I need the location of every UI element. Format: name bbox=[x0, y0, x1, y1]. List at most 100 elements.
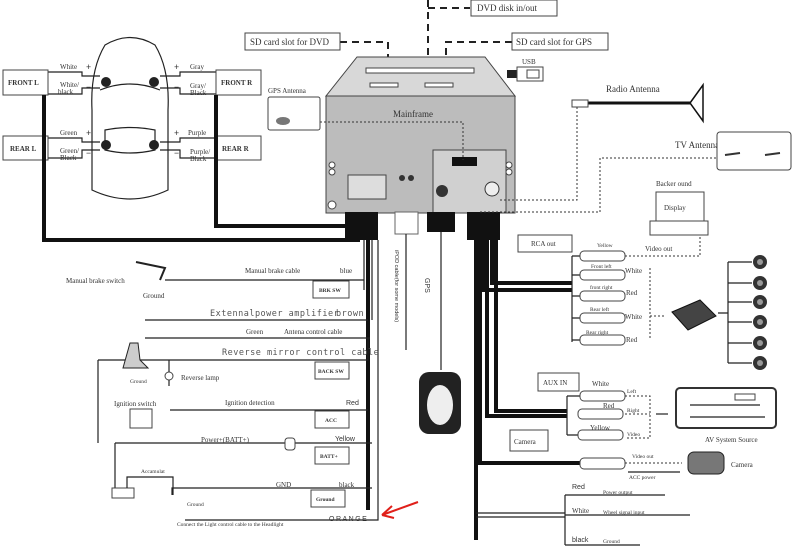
headlight-note: Connect the Light control cable to the H… bbox=[177, 522, 284, 528]
wheel-signal-input: Wheel signal input bbox=[603, 510, 645, 516]
camera-acc-power: ACC power bbox=[629, 475, 656, 481]
wire-green: Green bbox=[60, 129, 78, 137]
wheel-ground: Ground bbox=[603, 539, 620, 545]
rca-section: RCA out Yellow Front left White front ri… bbox=[481, 234, 767, 370]
front-l-label: FRONT L bbox=[8, 79, 39, 87]
brake-blue-label: blue bbox=[340, 267, 352, 275]
camera-icon bbox=[687, 451, 725, 475]
camera-video-out: Video out bbox=[632, 454, 654, 460]
gps-cable-label: GPS bbox=[423, 278, 430, 293]
av-system-source-icon bbox=[675, 387, 777, 429]
ground-box-label: Ground bbox=[316, 497, 335, 503]
gnd-black-label: black bbox=[339, 481, 355, 489]
fuse-icon bbox=[284, 437, 296, 451]
ground-box bbox=[310, 489, 346, 508]
plus-rr: + bbox=[174, 128, 179, 138]
aux-in-box bbox=[537, 372, 580, 392]
usb-plug-icon bbox=[507, 66, 544, 82]
rear-r-label: REAR R bbox=[222, 145, 250, 153]
ignition-switch-label: Ignition switch bbox=[114, 400, 157, 408]
dvd-disk-box bbox=[470, 0, 558, 17]
brk-sw-label: BRK SW bbox=[319, 288, 341, 294]
rca-front-left: Front left bbox=[591, 263, 612, 270]
sd-dvd-label: SD card slot for DVD bbox=[250, 37, 329, 47]
ignition-red-label: Red bbox=[346, 400, 359, 407]
wire-gray: Gray bbox=[190, 63, 204, 71]
minus-fl: − bbox=[86, 82, 91, 92]
speaker-front-right-icon bbox=[149, 77, 159, 87]
speaker-icons bbox=[753, 255, 767, 370]
reverse-mirror-label: Reverse mirror control cable bbox=[222, 348, 379, 358]
wheel-white: White bbox=[572, 507, 589, 515]
gnd-label: GND bbox=[276, 481, 291, 489]
reverse-lamp-label: Reverse lamp bbox=[181, 374, 220, 382]
sd-gps-label: SD card slot for GPS bbox=[516, 37, 592, 47]
rca-rear-left: Rear left bbox=[590, 306, 610, 313]
gps-antenna-icon bbox=[276, 117, 290, 125]
rear-l-label: REAR L bbox=[10, 145, 37, 153]
camera-box-label: Camera bbox=[514, 438, 537, 446]
aux-yellow: Yellow bbox=[590, 424, 611, 432]
red-arrow-icon bbox=[381, 501, 419, 519]
wire-purple-black-2: Black bbox=[190, 155, 207, 163]
rca-white-2: White bbox=[625, 313, 642, 321]
display-box bbox=[655, 191, 705, 222]
rca-front-right: front right bbox=[590, 284, 613, 291]
aux-red: Red bbox=[603, 402, 615, 410]
ipod-cable-label: iPOD cable(for some models) bbox=[393, 250, 399, 322]
rca-yellow: Yellow bbox=[597, 243, 613, 249]
gps-antenna-label: GPS Antenna bbox=[268, 87, 307, 95]
wheel-red: Red bbox=[572, 484, 585, 491]
manual-brake-switch-label: Manual brake switch bbox=[66, 277, 125, 285]
wire-gray-black: Gray/ bbox=[190, 82, 206, 90]
ground-2-label: Ground bbox=[130, 379, 147, 385]
camera-box bbox=[509, 429, 549, 452]
radio-antenna-label: Radio Antenna bbox=[606, 84, 660, 94]
aux-left: Left bbox=[627, 388, 637, 395]
display-video-out: Video out bbox=[645, 245, 672, 253]
car-outline bbox=[91, 36, 169, 200]
gps-antenna-box bbox=[267, 96, 321, 131]
wire-white-black: White/ bbox=[60, 81, 79, 89]
gear-shifter-icon bbox=[122, 342, 150, 369]
aux-video: Video bbox=[627, 432, 640, 438]
radio-antenna-icon bbox=[689, 82, 704, 124]
sd-dvd-box bbox=[244, 32, 341, 51]
batt-yellow-label: Yellow bbox=[335, 436, 356, 443]
speaker-harness bbox=[42, 95, 360, 242]
aux-white: White bbox=[592, 380, 609, 388]
acc-label: ACC bbox=[325, 418, 337, 424]
power-batt-label: Power+(BATT+) bbox=[201, 436, 250, 444]
usb-label: USB bbox=[522, 58, 536, 66]
plus-fr: + bbox=[174, 62, 179, 72]
rca-white-1: White bbox=[625, 267, 642, 275]
ext-amp-brown: brown bbox=[336, 309, 364, 319]
minus-rl: − bbox=[86, 148, 91, 158]
car-speaker-section: FRONT L REAR L FRONT R REAR R White Whit… bbox=[2, 36, 360, 242]
speaker-front-left-icon bbox=[101, 77, 111, 87]
plus-rl: + bbox=[86, 128, 91, 138]
antenna-control-label: Antena control cable bbox=[284, 328, 342, 336]
rca-out-box bbox=[517, 234, 573, 253]
accamulat-label: Accamulat bbox=[141, 469, 165, 475]
batt-label: BATT+ bbox=[320, 454, 338, 460]
wire-green-black-2: Black bbox=[60, 154, 77, 162]
front-l-box bbox=[2, 69, 49, 96]
top-section: DVD disk in/out SD card slot for DVD SD … bbox=[244, 0, 792, 257]
wheel-black: black bbox=[572, 537, 589, 544]
wire-purple: Purple bbox=[188, 129, 206, 137]
wire-purple-black: Purple/ bbox=[190, 148, 210, 156]
rca-out-label: RCA out bbox=[531, 240, 556, 248]
ext-amp-label: Extennalpower amplifier bbox=[210, 309, 339, 319]
speaker-rear-right-icon bbox=[149, 140, 159, 150]
wire-white: White bbox=[60, 63, 77, 71]
rca-red-1: Red bbox=[626, 289, 638, 297]
batt-box bbox=[314, 446, 350, 465]
amplifier-icon bbox=[671, 299, 717, 331]
ground-3-label: Ground bbox=[187, 502, 204, 508]
brk-sw-box bbox=[312, 280, 350, 299]
plus-fl: + bbox=[86, 62, 91, 72]
rear-l-box bbox=[2, 135, 49, 161]
